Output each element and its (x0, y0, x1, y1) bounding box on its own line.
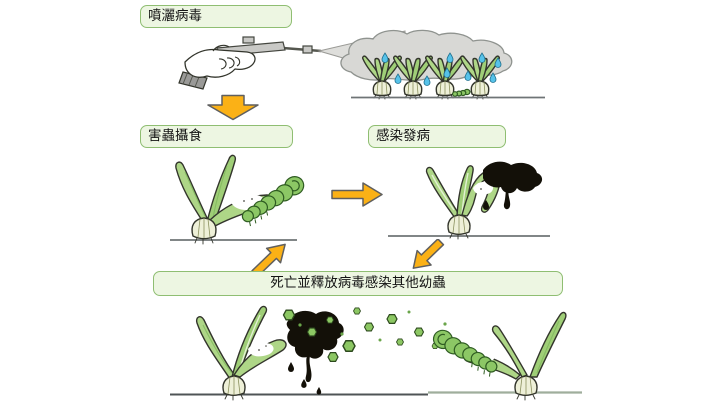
infected-plant-illustration (388, 161, 550, 240)
spraying-illustration (178, 29, 545, 100)
step-label-death-release: 死亡並釋放病毒感染其他幼蟲 (153, 271, 563, 296)
arrow-right-icon (331, 182, 383, 207)
spray-wand (282, 45, 322, 54)
pest-feeding-illustration (170, 154, 311, 245)
arrow-up-right-icon (251, 243, 286, 274)
virus-release-illustration (170, 305, 582, 401)
step-label-infection-text: 感染發病 (376, 128, 430, 144)
step-label-infection: 感染發病 (368, 125, 506, 148)
arrow-down-left-icon (412, 239, 445, 269)
dead-caterpillar-icon (483, 161, 543, 210)
step-label-pest-feeding-text: 害蟲攝食 (148, 128, 202, 144)
step-label-pest-feeding: 害蟲攝食 (140, 125, 293, 148)
step-label-spray-virus: 噴灑病毒 (140, 5, 292, 28)
caterpillar-icon (452, 88, 471, 97)
chewed-leaf-damage (473, 181, 494, 195)
step-label-spray-virus-text: 噴灑病毒 (148, 8, 202, 24)
step-label-death-release-text: 死亡並釋放病毒感染其他幼蟲 (270, 275, 446, 291)
hand-sprayer-icon (178, 36, 286, 90)
arrow-down-icon (207, 94, 259, 121)
healthy-plant-with-larva-icon (427, 311, 567, 401)
dead-plant-icon (195, 305, 287, 401)
